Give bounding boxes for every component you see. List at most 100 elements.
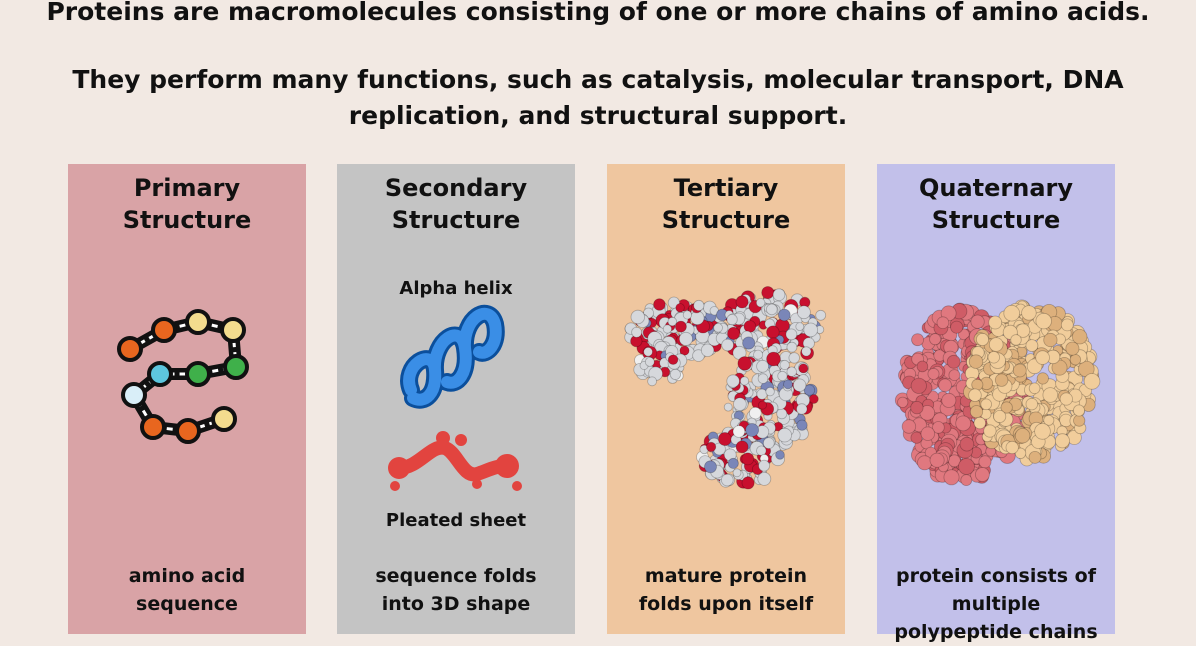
- atom-sphere: [777, 427, 793, 443]
- atom-sphere: [943, 469, 960, 486]
- atom-sphere: [1059, 392, 1073, 406]
- atom-sphere: [927, 367, 940, 380]
- atom-sphere: [733, 397, 747, 411]
- atom-sphere: [792, 378, 807, 392]
- amino-acid-chain-icon: [117, 309, 249, 444]
- atom-sphere: [737, 356, 752, 371]
- atom-sphere: [910, 401, 924, 415]
- atom-sphere: [941, 392, 957, 408]
- atom-sphere: [1025, 397, 1039, 411]
- atom-sphere: [988, 315, 1003, 330]
- atom-sphere: [920, 426, 936, 441]
- atom-sphere: [1035, 350, 1050, 365]
- atom-sphere: [976, 333, 990, 347]
- panel-caption: sequence folds into 3D shape: [337, 562, 575, 618]
- panel-title: Secondary Structure: [337, 172, 575, 236]
- atom-sphere: [1043, 414, 1055, 426]
- atom-sphere: [968, 388, 982, 402]
- atom-sphere: [916, 360, 929, 373]
- panel-title-line: Secondary: [384, 174, 528, 202]
- atom-sphere: [678, 331, 693, 346]
- atom-sphere: [959, 436, 975, 452]
- atom-sphere: [796, 403, 808, 415]
- atom-sphere: [973, 416, 987, 430]
- tertiary-protein-model-icon: [624, 286, 827, 490]
- atom-sphere: [911, 333, 925, 347]
- atom-sphere: [741, 452, 755, 466]
- atom-sphere: [955, 415, 972, 432]
- atom-sphere: [917, 455, 933, 471]
- atom-sphere: [988, 337, 1004, 352]
- atom-sphere: [693, 299, 705, 312]
- panel-caption-line: sequence folds: [375, 565, 537, 587]
- atom-sphere: [910, 431, 923, 444]
- atom-sphere: [1042, 387, 1059, 403]
- atom-sphere: [713, 322, 723, 333]
- atom-sphere: [960, 474, 973, 487]
- atom-sphere: [762, 437, 775, 450]
- panel-title-line: Structure: [391, 206, 521, 234]
- atom-sphere: [756, 359, 770, 373]
- intro-line-1: Proteins are macromolecules consisting o…: [46, 0, 1150, 26]
- atom-sphere: [983, 424, 997, 438]
- atom-sphere: [765, 386, 775, 397]
- atom-sphere: [1051, 359, 1068, 376]
- atom-sphere: [753, 349, 764, 360]
- atom-sphere: [675, 320, 687, 333]
- atom-sphere: [675, 303, 685, 313]
- panel-caption-line: folds upon itself: [638, 593, 814, 615]
- atom-sphere: [758, 459, 771, 472]
- atom-sphere: [803, 384, 816, 396]
- atom-sphere: [978, 455, 992, 469]
- quaternary-protein-model-icon: [894, 299, 1101, 487]
- atom-sphere: [700, 343, 715, 358]
- panel-title: Primary Structure: [68, 172, 306, 236]
- atom-sphere: [969, 405, 984, 419]
- atom-sphere: [948, 369, 961, 381]
- panel-caption-line: mature protein: [644, 565, 808, 587]
- atom-sphere: [1021, 305, 1037, 321]
- atom-sphere: [647, 376, 658, 387]
- atom-sphere: [766, 325, 780, 339]
- atom-sphere: [723, 402, 733, 412]
- panel-caption: mature protein folds upon itself: [607, 562, 845, 618]
- atom-sphere: [968, 354, 984, 369]
- panel-tertiary-structure: Tertiary Structure mature protein folds …: [607, 164, 845, 634]
- atom-sphere: [726, 374, 740, 388]
- atom-sphere: [901, 419, 917, 434]
- atom-sphere: [631, 326, 643, 338]
- atom-sphere: [761, 286, 775, 300]
- atom-sphere: [732, 468, 742, 478]
- atom-sphere: [936, 316, 950, 329]
- atom-sphere: [796, 305, 811, 320]
- panel-caption: protein consists of multiple polypeptide…: [877, 562, 1115, 646]
- atom-sphere: [743, 320, 757, 333]
- atom-sphere: [785, 328, 798, 341]
- atom-sphere: [1028, 450, 1042, 464]
- panel-title-line: Primary: [133, 174, 241, 202]
- atom-sphere: [795, 322, 805, 331]
- atom-sphere: [1012, 363, 1027, 378]
- pleated-sheet-icon: [388, 431, 522, 491]
- atom-sphere: [815, 309, 827, 321]
- atom-sphere: [803, 322, 819, 338]
- atom-sphere: [994, 373, 1009, 387]
- atom-sphere: [644, 357, 655, 367]
- panel-caption-line: sequence: [136, 593, 238, 615]
- panel-title: Tertiary Structure: [607, 172, 845, 236]
- atom-sphere: [726, 313, 738, 326]
- atom-sphere: [786, 341, 798, 353]
- atom-sphere: [987, 351, 1001, 364]
- atom-sphere: [1025, 339, 1039, 352]
- atom-sphere: [745, 423, 760, 437]
- atom-sphere: [757, 373, 769, 384]
- atom-sphere: [1014, 447, 1027, 460]
- atom-sphere: [630, 309, 645, 325]
- atom-sphere: [808, 394, 819, 404]
- panel-caption-line: polypeptide chains: [894, 621, 1098, 643]
- atom-sphere: [755, 298, 766, 308]
- atom-sphere: [910, 377, 927, 394]
- atom-sphere: [766, 303, 778, 316]
- atom-sphere: [749, 406, 762, 420]
- atom-sphere: [1060, 318, 1074, 332]
